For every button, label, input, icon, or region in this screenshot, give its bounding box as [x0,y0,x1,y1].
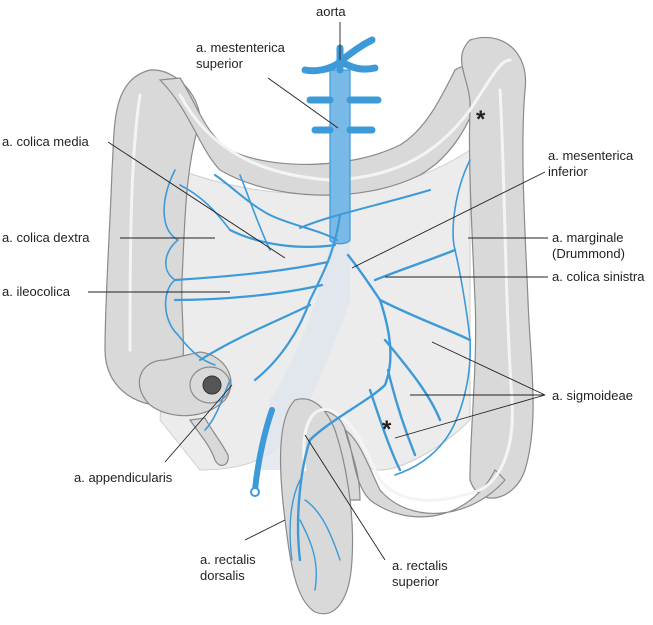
iliac-artery-end [250,487,260,497]
marginal-arcade-left [394,159,472,476]
label-rectalis-dorsalis-line2: dorsalis [200,568,245,583]
watershed-marker-sigmoid: * [382,416,392,443]
rectal-branches [289,479,341,591]
label-colica-dextra: a. colica dextra [2,230,90,245]
label-marginale-line2: (Drummond) [552,246,625,261]
label-appendicularis: a. appendicularis [74,470,173,485]
watershed-marker-splenic: * [476,106,486,133]
aortic-lateral-branches [306,96,382,134]
label-rectalis-dorsalis-line1: a. rectalis [200,552,256,567]
label-aorta: aorta [316,4,346,19]
colica-media-branch [214,174,431,241]
leader-mesenterica-inferior [351,171,546,269]
label-rectalis-superior-line1: a. rectalis [392,558,448,573]
label-mesenterica-superior-line2: superior [196,56,243,71]
label-colica-sinistra: a. colica sinistra [552,269,645,284]
label-rectalis-superior-line2: superior [392,574,439,589]
label-mesenterica-inferior: a. mesenterica inferior [548,148,633,180]
ileum-lumen [202,375,222,395]
sma-tree [173,213,342,382]
ima-tree [296,248,472,562]
label-sigmoideae: a. sigmoideae [552,388,633,403]
aorta-vessel [329,69,351,245]
label-rectalis-superior: a. rectalis superior [392,558,448,590]
label-mesenterica-inferior-line1: a. mesenterica [548,148,634,163]
descending-colon [460,36,534,499]
appendix [188,417,229,467]
iliac-artery [252,407,275,493]
label-rectalis-dorsalis: a. rectalis dorsalis [200,552,256,584]
leader-rectalis-dorsalis [244,519,286,541]
leader-mesenterica-superior [267,77,339,129]
label-ileocolica: a. ileocolica [2,284,70,299]
leader-colica-media [107,141,286,259]
label-mesenterica-superior-line1: a. mestenterica [196,40,285,55]
rectum [279,398,354,615]
colon-lumen-line [128,58,514,502]
leader-rectalis-superior [304,434,386,561]
label-mesenterica-inferior-line2: inferior [548,164,588,179]
label-mesenterica-superior: a. mestenterica superior [196,40,285,72]
label-marginale-line1: a. marginale [552,230,624,245]
marginal-arcades-right [163,169,271,431]
leader-appendicularis [164,384,233,463]
label-marginale: a. marginale (Drummond) [552,230,625,262]
leader-sigmoideae-1 [431,341,546,396]
label-colica-media: a. colica media [2,134,89,149]
mesentery-shadow-band [260,240,350,470]
leader-sigmoideae-3 [394,394,546,439]
